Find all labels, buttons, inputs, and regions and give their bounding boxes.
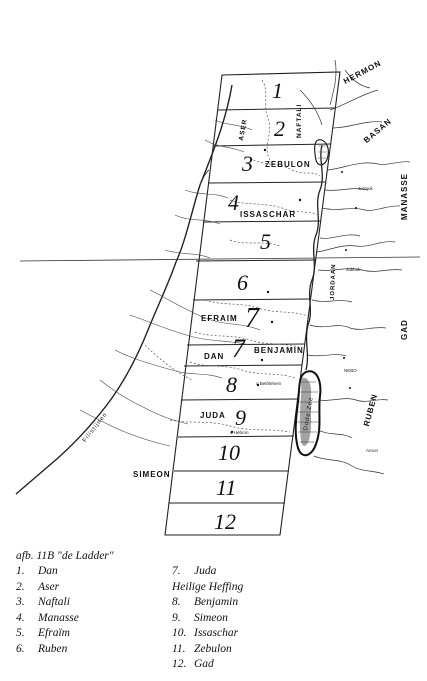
legend-column: 7.Juda Heilige Heffing 8.Benjamin 9.Sime… bbox=[172, 564, 243, 673]
strip-number: 6 bbox=[237, 270, 248, 295]
place-nebo: NEBO bbox=[344, 368, 357, 373]
strip-number: 11 bbox=[216, 475, 237, 500]
legend-item: 9.Simeon bbox=[172, 611, 228, 624]
strip-number: 2 bbox=[274, 116, 285, 141]
place-jabbok: Jabbok bbox=[346, 267, 361, 272]
strip-number: 7 bbox=[245, 303, 259, 334]
strip-number: 5 bbox=[260, 229, 271, 254]
strip-number: 1 bbox=[272, 78, 283, 103]
strip-number: 12 bbox=[214, 509, 236, 534]
region-label-juda: JUDA bbox=[200, 411, 226, 420]
region-label-manasse: MANASSE bbox=[400, 172, 409, 220]
strip-number: 10 bbox=[218, 440, 240, 465]
legend-caption: afb. 11B "de Ladder" bbox=[16, 550, 114, 562]
legend-item: 5.Efraïm bbox=[16, 627, 70, 639]
region-label-issaschar: ISSASCHAR bbox=[240, 210, 297, 219]
place-jermuk: Jermuk bbox=[358, 186, 373, 191]
legend-item: 3.Naftali bbox=[16, 596, 70, 608]
legend-item: 4.Manasse bbox=[16, 611, 79, 624]
sea-of-galilee bbox=[314, 139, 329, 166]
ladder-frame bbox=[164, 71, 341, 536]
legend-item: 1.Dan bbox=[16, 565, 58, 577]
strip-number: 3 bbox=[242, 151, 253, 176]
settlement-dots bbox=[230, 148, 357, 434]
legend-item: 12.Gad bbox=[172, 658, 214, 670]
region-label-simeon: SIMEON bbox=[133, 470, 171, 479]
place-arnon: Arnon bbox=[366, 448, 379, 453]
region-label-jordaan: JORDAAN bbox=[330, 263, 338, 301]
legend-item: 8.Benjamin bbox=[172, 596, 239, 608]
legend-item: 7.Juda bbox=[172, 565, 217, 577]
dead-sea bbox=[294, 370, 322, 457]
legend: afb. 11B "de Ladder" 1.Dan 2.Aser 3.Naft… bbox=[16, 549, 416, 677]
region-label-dan: DAN bbox=[204, 352, 225, 361]
legend-item: 6.Ruben bbox=[16, 642, 68, 655]
legend-item: Heilige Heffing bbox=[172, 580, 244, 593]
strip-number: 7 bbox=[232, 334, 245, 363]
region-label-zebulon: ZEBULON bbox=[265, 160, 311, 169]
ladder-map: 1 2 3 4 5 6 7 7 8 9 10 11 12 ZEBULON ISS… bbox=[15, 58, 421, 536]
strip-lines bbox=[169, 107, 336, 504]
place-bethlehem: o Bethlehem bbox=[256, 381, 282, 386]
streams bbox=[299, 59, 411, 475]
region-label-naftali: NAFTALI bbox=[296, 103, 303, 138]
region-label-benjamin: BENJAMIN bbox=[254, 346, 304, 355]
jordan-river bbox=[305, 144, 323, 371]
legend-item: 11.Zebulon bbox=[172, 642, 232, 655]
place-hebron: o Hebron bbox=[230, 430, 249, 435]
coastline bbox=[15, 84, 233, 495]
region-label-efraim: EFRAIM bbox=[201, 314, 238, 323]
strip-number: 4 bbox=[228, 190, 239, 215]
legend-column: 1.Dan 2.Aser 3.Naftali 4.Manasse 5.Efraï… bbox=[16, 564, 79, 657]
legend-item: 2.Aser bbox=[16, 580, 60, 593]
strip-number: 9 bbox=[235, 405, 246, 430]
region-label-gad: GAD bbox=[400, 319, 409, 340]
strip-number: 8 bbox=[226, 372, 237, 397]
legend-item: 10.Issaschar bbox=[172, 627, 239, 639]
map-drawing bbox=[15, 59, 421, 536]
